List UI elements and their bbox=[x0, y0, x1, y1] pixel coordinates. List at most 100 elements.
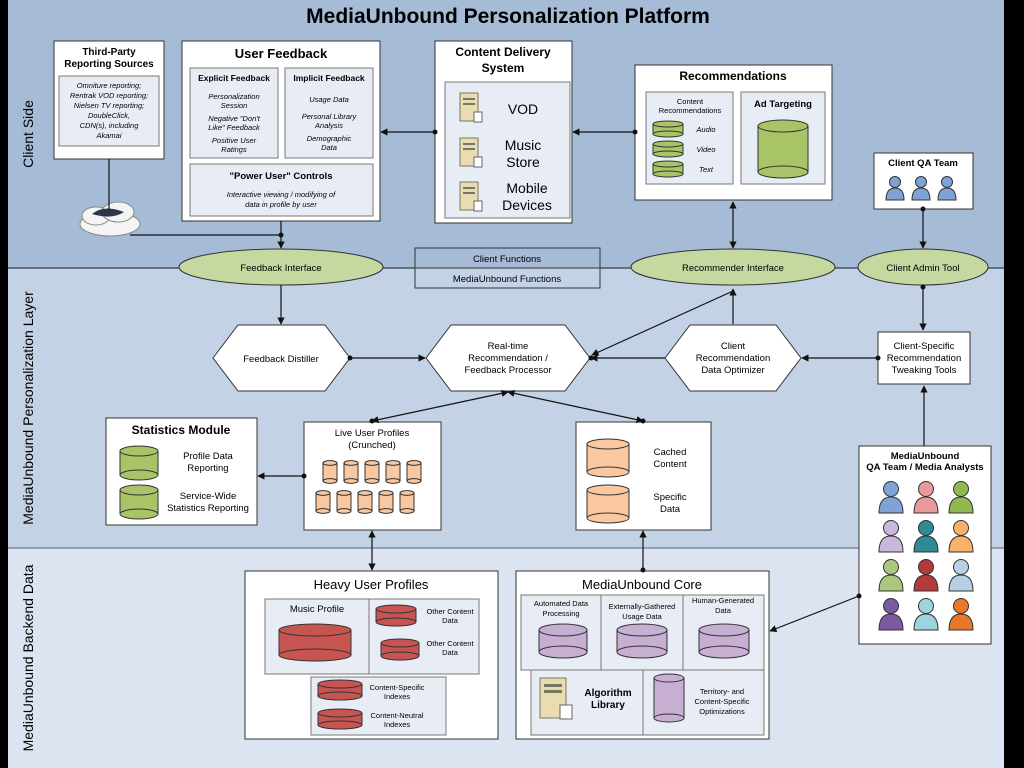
diagram-title: MediaUnbound Personalization Platform bbox=[306, 5, 710, 28]
cds-item-music: Store bbox=[506, 154, 540, 170]
indexes-label: Indexes bbox=[384, 692, 411, 701]
third-party-box: Third-Party Reporting Sources Omniture r… bbox=[53, 40, 165, 160]
content-rec-item: Audio bbox=[695, 125, 715, 134]
indexes-label: Indexes bbox=[384, 720, 411, 729]
mu-functions-label: MediaUnbound Functions bbox=[453, 274, 562, 285]
third-party-line: Akamai bbox=[95, 131, 121, 140]
live-profiles-title: (Crunched) bbox=[348, 440, 396, 451]
statistics-item: Reporting bbox=[187, 463, 228, 474]
mu-qa-title: MediaUnbound bbox=[891, 451, 960, 462]
optimizer-label: Recommendation bbox=[696, 353, 770, 364]
feedback-distiller: Feedback Distiller bbox=[212, 324, 351, 392]
recommendations-title: Recommendations bbox=[679, 69, 787, 83]
client-functions-label: Client Functions bbox=[473, 254, 541, 265]
statistics-title: Statistics Module bbox=[132, 423, 231, 437]
mu-qa-title: QA Team / Media Analysts bbox=[866, 462, 983, 473]
database-icon bbox=[652, 140, 684, 158]
feedback-interface-label: Feedback Interface bbox=[240, 263, 321, 274]
recommender-interface-label: Recommender Interface bbox=[682, 263, 784, 274]
indexes-label: Content-Neutral bbox=[371, 711, 424, 720]
person-icon bbox=[878, 559, 904, 592]
optimizer-label: Data Optimizer bbox=[701, 365, 764, 376]
explicit-item: Personalization bbox=[208, 92, 259, 101]
core-title: MediaUnbound Core bbox=[582, 577, 702, 592]
realtime-label: Real-time bbox=[488, 341, 529, 352]
core-external-label: Externally-Gathered bbox=[609, 602, 676, 611]
explicit-item: Like" Feedback bbox=[208, 123, 261, 132]
server-icon bbox=[459, 92, 483, 123]
implicit-item: Demographic bbox=[307, 134, 352, 143]
feedback-interface: Feedback Interface bbox=[178, 248, 384, 286]
person-icon bbox=[913, 598, 939, 631]
database-icon bbox=[586, 438, 630, 478]
tweaking-label: Recommendation bbox=[887, 353, 961, 364]
implicit-item: Data bbox=[321, 143, 337, 152]
database-icon bbox=[364, 460, 380, 484]
cds-item-mobile: Devices bbox=[502, 197, 552, 213]
database-icon bbox=[399, 490, 415, 514]
tweaking-label: Client-Specific bbox=[894, 341, 955, 352]
person-icon bbox=[878, 481, 904, 514]
territory-label: Content-Specific bbox=[694, 697, 749, 706]
database-icon bbox=[317, 679, 363, 701]
third-party-line: Rentrak VOD reporting; bbox=[70, 91, 148, 100]
client-qa-box: Client QA Team bbox=[873, 152, 974, 210]
feedback-distiller-label: Feedback Distiller bbox=[243, 354, 319, 365]
tweaking-tools-box: Client-Specific Recommendation Tweaking … bbox=[877, 331, 971, 385]
core-human-label: Human-Generated bbox=[692, 596, 754, 605]
territory-label: Territory- and bbox=[700, 687, 744, 696]
third-party-title-1: Third-Party bbox=[82, 47, 136, 58]
cached-item: Specific bbox=[653, 492, 687, 503]
user-feedback-title: User Feedback bbox=[235, 46, 328, 61]
explicit-item: Negative "Don't bbox=[208, 114, 261, 123]
statistics-module: Statistics Module Profile Data Reporting… bbox=[105, 417, 258, 526]
database-icon bbox=[322, 460, 338, 484]
algorithm-server-icon bbox=[539, 677, 573, 720]
cds-item-mobile: Mobile bbox=[506, 180, 547, 196]
heavy-profiles-box: Heavy User Profiles Music Profile Other … bbox=[244, 570, 499, 740]
explicit-item: Ratings bbox=[221, 145, 247, 154]
core-box: MediaUnbound Core Automated Data Process… bbox=[515, 570, 770, 740]
algorithm-label: Library bbox=[591, 700, 625, 711]
database-icon bbox=[586, 484, 630, 524]
data-optimizer: Client Recommendation Data Optimizer bbox=[664, 324, 802, 392]
realtime-label: Feedback Processor bbox=[464, 365, 551, 376]
algorithm-label: Algorithm bbox=[584, 688, 631, 699]
implicit-item: Usage Data bbox=[309, 95, 349, 104]
core-external-label: Usage Data bbox=[622, 612, 662, 621]
person-icon bbox=[937, 176, 957, 201]
mu-qa-box: MediaUnbound QA Team / Media Analysts bbox=[858, 445, 992, 645]
content-rec-item: Text bbox=[699, 165, 714, 174]
heavy-title: Heavy User Profiles bbox=[314, 577, 429, 592]
person-icon bbox=[913, 559, 939, 592]
power-desc: data in profile by user bbox=[245, 200, 317, 209]
statistics-item: Service-Wide bbox=[180, 491, 237, 502]
qa-people bbox=[878, 481, 974, 631]
database-icon bbox=[378, 490, 394, 514]
recommender-interface: Recommender Interface bbox=[630, 248, 836, 286]
cds-title-2: System bbox=[482, 61, 525, 75]
third-party-line: DoubleClick, bbox=[88, 111, 130, 120]
cached-item: Cached bbox=[654, 447, 687, 458]
database-icon bbox=[315, 490, 331, 514]
database-icon bbox=[119, 445, 159, 481]
statistics-item: Statistics Reporting bbox=[167, 503, 249, 514]
person-icon bbox=[911, 176, 931, 201]
person-icon bbox=[948, 481, 974, 514]
territory-label: Optimizations bbox=[699, 707, 745, 716]
music-profile-label: Music Profile bbox=[290, 604, 344, 615]
database-icon bbox=[380, 638, 420, 661]
band-label-client: Client Side bbox=[20, 100, 36, 168]
database-icon bbox=[278, 623, 352, 662]
content-rec-item: Video bbox=[696, 145, 715, 154]
other-content-label: Data bbox=[442, 648, 459, 657]
database-icon bbox=[119, 484, 159, 520]
person-icon bbox=[948, 598, 974, 631]
power-desc: Interactive viewing / modifying of bbox=[227, 190, 336, 199]
core-auto-label: Processing bbox=[542, 609, 579, 618]
client-admin-label: Client Admin Tool bbox=[886, 263, 959, 274]
optimizer-label: Client bbox=[721, 341, 746, 352]
cloud-icon bbox=[79, 201, 141, 237]
realtime-processor: Real-time Recommendation / Feedback Proc… bbox=[425, 324, 591, 392]
